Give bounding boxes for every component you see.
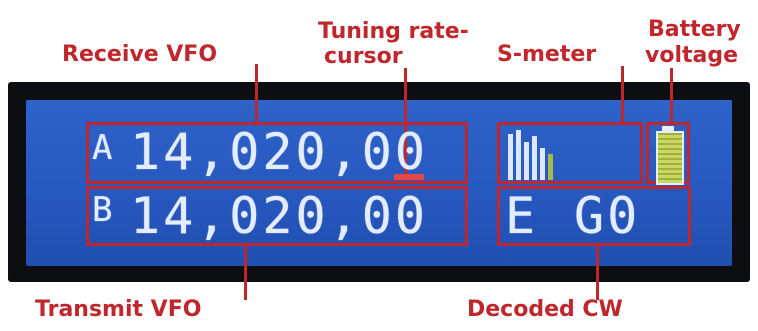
vfo-b-label: B: [92, 190, 112, 230]
s-meter-bar: [532, 136, 537, 180]
battery-icon: [656, 131, 684, 185]
cw-mode-indicator: E: [505, 188, 538, 244]
vfo-b-frequency: 14,020,00: [130, 188, 428, 244]
tuning-rate-callout-line2: cursor: [324, 45, 403, 69]
tuning-rate-cursor: [394, 174, 424, 180]
s-meter-callout: S-meter: [497, 43, 596, 67]
decoded-cw-callout: Decoded CW: [467, 298, 623, 322]
transmit-vfo-callout: Transmit VFO: [35, 298, 201, 322]
battery-callout-line2: voltage: [645, 44, 738, 68]
battery-leader: [670, 68, 673, 124]
signal-bars-icon: [508, 130, 568, 180]
s-meter-bar: [516, 130, 521, 180]
vfo-a-label: A: [92, 128, 112, 168]
receive-vfo-leader: [255, 64, 258, 124]
s-meter-bar: [524, 142, 529, 180]
s-meter-leader: [621, 66, 624, 124]
decoded-cw-leader: [596, 246, 599, 300]
receive-vfo-callout: Receive VFO: [62, 43, 217, 67]
s-meter-bar: [540, 148, 545, 180]
battery-callout-line1: Battery: [648, 18, 741, 42]
s-meter-bar: [508, 134, 513, 180]
decoded-cw-text: G0: [574, 188, 640, 244]
transmit-vfo-leader: [244, 246, 247, 300]
s-meter-bar: [548, 154, 553, 180]
tuning-rate-callout-line1: Tuning rate-: [318, 20, 469, 44]
vfo-a-frequency: 14,020,00: [130, 124, 428, 180]
